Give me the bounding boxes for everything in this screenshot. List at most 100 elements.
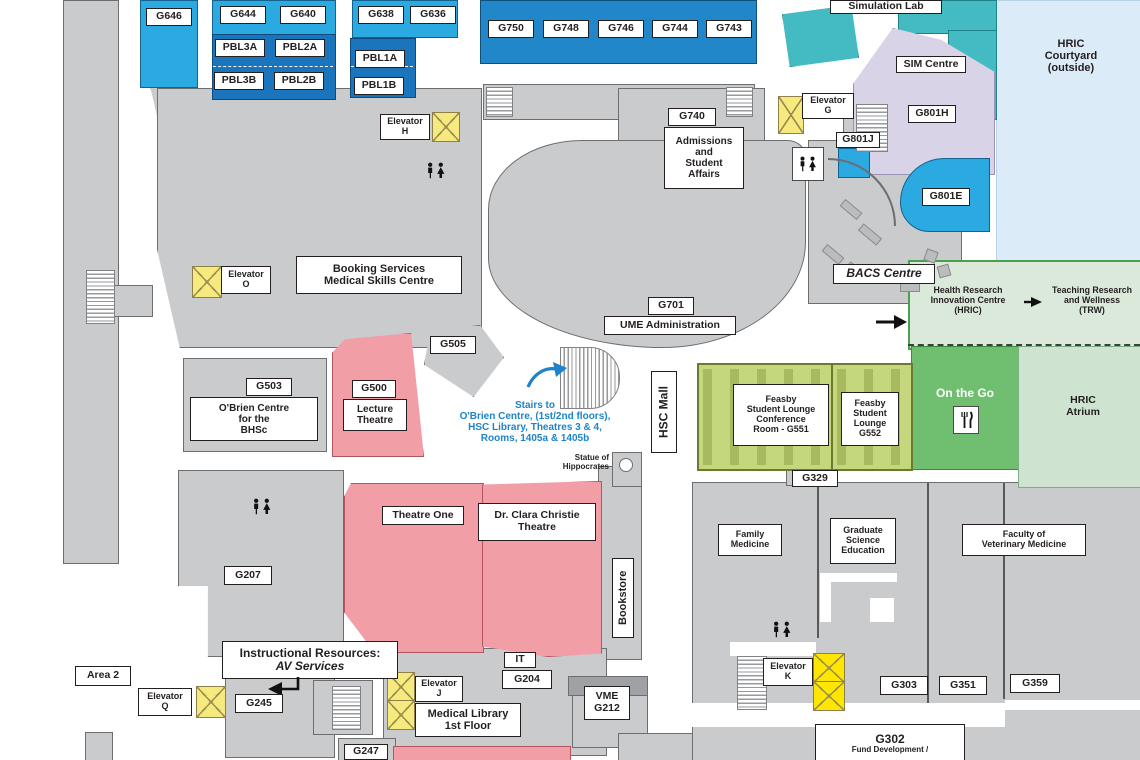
label-elevator-j: Elevator J [415, 676, 463, 702]
label-g640: G640 [280, 6, 326, 24]
label-area2: Area 2 [75, 666, 131, 686]
label-elevator-k: Elevator K [763, 658, 813, 686]
ume-administration-area [488, 140, 806, 348]
label-g750: G750 [488, 20, 534, 38]
label-clara-christie: Dr. Clara Christie Theatre [478, 503, 596, 541]
label-g245: G245 [235, 694, 283, 713]
label-hric-atrium: HRIC Atrium [1066, 394, 1100, 418]
label-g638: G638 [358, 6, 404, 24]
label-g359: G359 [1010, 674, 1060, 693]
label-ume: UME Administration [604, 316, 736, 335]
elevator-icon [813, 681, 845, 711]
bottom-pink-strip [393, 746, 571, 760]
statue-icon [619, 458, 633, 472]
label-bookstore: Bookstore [612, 558, 634, 638]
label-g744: G744 [652, 20, 698, 38]
label-theatre-one: Theatre One [382, 506, 464, 525]
label-g646: G646 [146, 8, 192, 26]
elevator-icon [387, 700, 415, 730]
label-g329: G329 [792, 470, 838, 487]
label-pbl1a: PBL1A [355, 50, 405, 68]
label-statue: Statue of Hippocrates [562, 453, 609, 471]
arrow-icon [874, 314, 908, 330]
label-g303: G303 [880, 676, 928, 695]
stairs-icon [332, 686, 361, 730]
hric-dashed-boundary [908, 344, 1140, 346]
label-elevator-g: Elevator G [802, 93, 854, 119]
simulation-lab-area-west [782, 5, 859, 67]
wall [927, 483, 929, 703]
stairs-note: Stairs to O'Brien Centre, (1st/2nd floor… [459, 400, 611, 444]
wall [817, 483, 819, 638]
label-g247: G247 [344, 744, 388, 760]
corridor [1005, 700, 1140, 710]
stairs-icon [486, 87, 513, 117]
label-g351: G351 [939, 676, 987, 695]
g302-sub: Fund Development / [851, 745, 929, 755]
instructional-line1: Instructional Resources: [239, 645, 381, 660]
label-pbl2a: PBL2A [275, 39, 325, 57]
stairs-icon [86, 270, 115, 324]
g302-code: G302 [875, 732, 905, 746]
blue-arrow-icon [524, 360, 568, 390]
label-pbl3a: PBL3A [215, 39, 265, 57]
label-elevator-h: Elevator H [380, 114, 430, 140]
corridor [820, 582, 831, 622]
label-g644: G644 [220, 6, 266, 24]
label-medical-library: Medical Library 1st Floor [415, 703, 521, 737]
label-hsc-mall: HSC Mall [651, 371, 677, 453]
label-g701: G701 [648, 297, 694, 315]
label-it: IT [504, 652, 536, 668]
label-g801j: G801J [836, 132, 880, 148]
label-hric: Health Research Innovation Centre (HRIC) [930, 285, 1006, 315]
label-on-the-go: On the Go [936, 386, 994, 401]
left-wing-room [113, 285, 153, 317]
label-g801e: G801E [922, 188, 970, 206]
corridor [820, 573, 897, 582]
corridor [730, 642, 816, 656]
left-bottom-area [85, 732, 113, 760]
label-g204: G204 [502, 670, 552, 689]
label-simulation-lab: Simulation Lab [830, 0, 942, 14]
label-g207: G207 [224, 566, 272, 585]
label-family-medicine: Family Medicine [718, 524, 782, 556]
stairs-icon [726, 87, 753, 117]
restroom-icon [248, 492, 276, 520]
elevator-icon [813, 653, 845, 683]
man-woman-glyph [800, 156, 816, 172]
label-vme: VME G212 [584, 686, 630, 720]
label-pbl2b: PBL2B [274, 72, 324, 90]
label-bacs-centre: BACS Centre [833, 264, 935, 284]
label-sim-centre: SIM Centre [896, 56, 966, 73]
elevator-icon [432, 112, 460, 142]
elevator-icon [778, 96, 804, 134]
label-pbl3b: PBL3B [214, 72, 264, 90]
label-g302: G302 Fund Development / [815, 724, 965, 760]
bent-arrow-icon [266, 677, 308, 701]
label-g505: G505 [430, 336, 476, 354]
fork-knife-icon [953, 406, 979, 434]
label-g503: G503 [246, 378, 292, 396]
instructional-line2: AV Services [275, 659, 345, 673]
hric-courtyard-area [996, 0, 1140, 264]
elevator-icon [196, 686, 226, 718]
restroom-icon [792, 147, 824, 181]
label-booking-services: Booking Services Medical Skills Centre [296, 256, 462, 294]
label-obrien: O'Brien Centre for the BHSc [190, 397, 318, 441]
stairs-icon [737, 656, 767, 710]
label-g746: G746 [598, 20, 644, 38]
label-admissions: Admissions and Student Affairs [664, 127, 744, 189]
restroom-icon [766, 614, 798, 644]
label-elevator-q: Elevator Q [138, 688, 192, 716]
label-faculty-vet: Faculty of Veterinary Medicine [962, 524, 1086, 556]
stairs-icon [560, 347, 620, 409]
hric-atrium-area [1018, 346, 1140, 488]
elevator-icon [192, 266, 222, 298]
arrow-icon [1023, 296, 1043, 308]
label-feasby-lounge: Feasby Student Lounge G552 [841, 392, 899, 446]
label-g748: G748 [543, 20, 589, 38]
label-g500: G500 [352, 380, 396, 398]
label-g636: G636 [410, 6, 456, 24]
label-lecture-theatre: Lecture Theatre [343, 399, 407, 431]
